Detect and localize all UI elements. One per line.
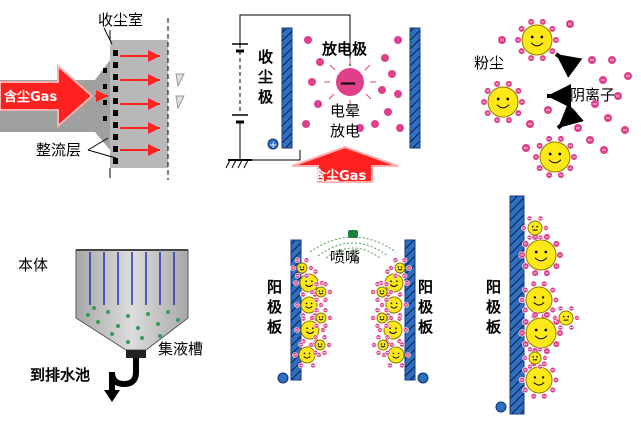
chamber-label: 收尘室 bbox=[98, 11, 143, 29]
drain-label: 到排水池 bbox=[30, 366, 90, 384]
dust-particle-icon bbox=[294, 315, 326, 345]
corona-label-1: 电晕 bbox=[330, 102, 360, 120]
corona-label-2: 放电 bbox=[330, 122, 360, 140]
plus-terminal bbox=[495, 401, 507, 413]
nozzle-icon bbox=[348, 230, 358, 238]
dust-particle-icon bbox=[292, 341, 322, 369]
nozzle-label: 喷嘴 bbox=[330, 248, 360, 266]
anode-plate bbox=[509, 195, 525, 415]
dust-particle-icon bbox=[388, 257, 412, 279]
gas-label-2: 含尘Gas bbox=[312, 168, 366, 184]
svg-text:极: 极 bbox=[486, 298, 502, 316]
ions bbox=[302, 36, 404, 132]
svg-text:+: + bbox=[269, 140, 277, 151]
dust-particle-icon bbox=[522, 346, 548, 370]
panel-corona-discharge: + 收 尘 极 放电极 — 电晕 放电 含尘Gas bbox=[225, 14, 421, 184]
droplets bbox=[86, 306, 180, 344]
dust-particle-icon bbox=[309, 281, 333, 303]
dust-particle-icon bbox=[370, 307, 394, 329]
svg-text:阳: 阳 bbox=[486, 278, 501, 296]
dust-particle-icon bbox=[371, 334, 395, 356]
panel-tank: 本体 集液槽 到排水池 bbox=[18, 249, 203, 402]
adhered-particles bbox=[518, 215, 580, 400]
svg-text:—: — bbox=[340, 73, 356, 92]
svg-text:阳: 阳 bbox=[418, 278, 433, 296]
ion-label: 阴离子 bbox=[570, 86, 615, 104]
dust-particle-icon bbox=[518, 311, 564, 355]
dust-particle-icon bbox=[309, 307, 333, 329]
dust-particle-icon bbox=[370, 281, 394, 303]
anode-plate-left bbox=[290, 239, 302, 381]
dust-particles bbox=[480, 18, 632, 179]
dust-particle-icon bbox=[381, 341, 411, 369]
panel-anode: 阳 极 板 bbox=[486, 195, 580, 415]
plus-terminal-left bbox=[277, 372, 289, 384]
svg-text:尘: 尘 bbox=[258, 68, 273, 86]
panel-charging: 粉尘 阴离子 bbox=[474, 18, 632, 179]
svg-text:板: 板 bbox=[418, 318, 434, 336]
collector-plate-right bbox=[409, 27, 421, 149]
body-label: 本体 bbox=[18, 256, 48, 274]
dust-label: 粉尘 bbox=[474, 54, 504, 72]
dust-particle-icon bbox=[552, 305, 580, 331]
dust-particle-icon bbox=[480, 80, 526, 124]
dust-particle-icon bbox=[521, 215, 549, 241]
dust-particle-icon bbox=[532, 135, 578, 179]
gas-inlet-arrow bbox=[0, 63, 94, 129]
dust-particle-icon bbox=[308, 334, 332, 356]
panel-nozzle: 喷嘴 阳 极 板 阳 极 板 bbox=[267, 230, 434, 384]
gas-inlet-arrow-up bbox=[291, 145, 399, 183]
emitter-label: 放电极 bbox=[321, 40, 368, 58]
svg-text:板: 板 bbox=[486, 318, 502, 336]
dust-particle-icon bbox=[290, 257, 314, 279]
rectifier-label: 整流层 bbox=[36, 141, 81, 159]
discharge-electrode bbox=[334, 66, 366, 98]
dust-particle-icon bbox=[518, 280, 560, 320]
svg-text:极: 极 bbox=[267, 298, 283, 316]
svg-text:极: 极 bbox=[258, 88, 274, 106]
rectifier-layer bbox=[103, 50, 118, 164]
dust-particle-icon bbox=[514, 18, 560, 62]
collector-label-1: 收 bbox=[258, 48, 273, 66]
ground-symbol bbox=[225, 159, 252, 169]
plus-terminal bbox=[267, 138, 279, 150]
drain-pipe bbox=[109, 358, 139, 392]
svg-text:极: 极 bbox=[418, 298, 434, 316]
svg-text:阳: 阳 bbox=[267, 278, 282, 296]
electrode-wires bbox=[89, 252, 175, 305]
trough-label: 集液槽 bbox=[158, 340, 203, 358]
spray-arcs bbox=[309, 236, 397, 259]
battery-symbol bbox=[232, 43, 248, 150]
panel-dust-chamber: 含尘Gas 收尘室 整流层 bbox=[0, 11, 185, 180]
corona-rays bbox=[324, 58, 376, 106]
plus-terminal-right bbox=[417, 372, 429, 384]
gas-label: 含尘Gas bbox=[3, 89, 57, 105]
anode-plate-right bbox=[404, 239, 416, 381]
svg-text:板: 板 bbox=[267, 318, 283, 336]
flow-arrows bbox=[95, 50, 160, 156]
collected-particles bbox=[290, 257, 412, 369]
trough-outlet bbox=[126, 350, 146, 358]
collector-plate bbox=[281, 27, 293, 149]
